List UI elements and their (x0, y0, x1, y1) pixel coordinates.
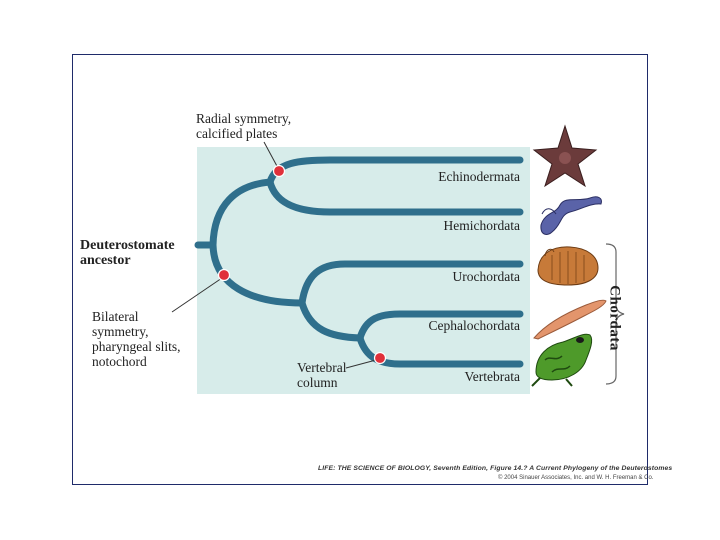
chordata-bracket (605, 243, 625, 385)
taxon-label-echinodermata: Echinodermata (438, 169, 520, 184)
bilateral-line-1: Bilateral (92, 309, 139, 324)
callout-line-radial (263, 141, 279, 169)
node-markers (217, 164, 387, 365)
node-marker-radial (272, 164, 286, 178)
root-label-line-2: ancestor (80, 253, 131, 268)
bilateral-line-2: symmetry, (92, 324, 149, 339)
root-label-line-1: Deuterostomate (80, 238, 175, 253)
branch-echinodermata (266, 156, 524, 186)
sea-squirt-icon (537, 246, 599, 286)
acorn-worm-icon (540, 196, 602, 235)
branch-hemichordata (266, 178, 524, 216)
taxon-label-vertebrata: Vertebrata (464, 369, 520, 384)
radial-symmetry-label: Radial symmetry, calcified plates (196, 111, 291, 141)
radial-symmetry-line-1: Radial symmetry, (196, 111, 292, 126)
frog-icon (531, 333, 593, 387)
callout-line-vertebral (345, 359, 377, 369)
vertebral-line-1: Vertebral (297, 360, 347, 375)
chordata-label: Chordata (606, 285, 623, 351)
copyright-notice: © 2004 Sinauer Associates, Inc. and W. H… (498, 475, 654, 481)
node-marker-vertebral (373, 351, 387, 365)
node-marker-bilateral (217, 268, 231, 282)
tree-branches (194, 156, 524, 368)
taxon-label-hemichordata: Hemichordata (443, 218, 520, 233)
taxon-label-cephalochordata: Cephalochordata (428, 318, 520, 333)
branch-urochordata (298, 260, 524, 307)
bilateral-line-4: notochord (92, 354, 147, 369)
branch-cephalochordata (356, 310, 524, 342)
branch-to-ceph-vert (298, 299, 364, 342)
lancelet-icon (533, 299, 607, 340)
vertebral-line-2: column (297, 375, 338, 390)
bilateral-label: Bilateral symmetry, pharyngeal slits, no… (92, 309, 180, 369)
callout-line-bilateral (171, 277, 223, 313)
vertebral-column-label: Vertebral column (297, 360, 346, 390)
radial-symmetry-line-2: calcified plates (196, 126, 278, 141)
branch-to-echino-hemi (209, 178, 274, 249)
root-label: Deuterostomate ancestor (80, 238, 175, 268)
branch-to-chordata (209, 241, 306, 307)
callout-lines (171, 141, 377, 369)
figure-citation: LIFE: THE SCIENCE OF BIOLOGY, Seventh Ed… (318, 465, 673, 472)
taxon-label-urochordata: Urochordata (452, 269, 520, 284)
bilateral-line-3: pharyngeal slits, (92, 339, 181, 354)
sea-star-icon (532, 124, 598, 188)
